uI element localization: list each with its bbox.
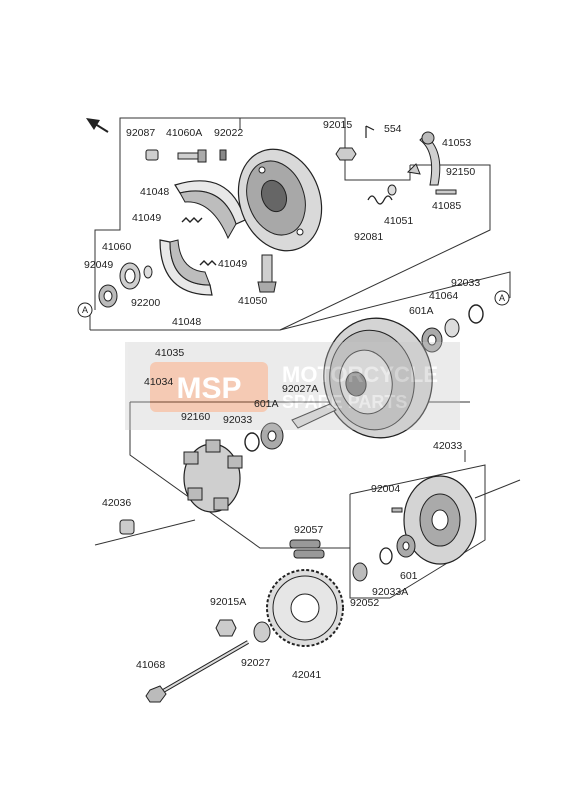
pin-554 xyxy=(365,125,375,138)
seal-92052 xyxy=(352,562,368,582)
label-42033: 42033 xyxy=(433,440,462,452)
label-92200: 92200 xyxy=(131,297,160,309)
indicator-41085 xyxy=(406,163,421,175)
label-92015: 92015 xyxy=(323,119,352,131)
axle-41068 xyxy=(145,640,250,703)
label-41060: 41060 xyxy=(102,241,131,253)
brake-shoe-lower xyxy=(159,239,213,296)
brake-shoe-upper xyxy=(174,180,246,240)
label-41050: 41050 xyxy=(238,295,267,307)
washer-41051 xyxy=(387,184,397,196)
label-92004: 92004 xyxy=(371,483,400,495)
bearing-601A-left xyxy=(260,422,284,450)
label-554: 554 xyxy=(384,123,402,135)
marker-a-left: A xyxy=(77,302,93,318)
label-41085: 41085 xyxy=(432,200,461,212)
label-601A-left: 601A xyxy=(254,398,279,410)
label-41049-bottom: 41049 xyxy=(218,258,247,270)
collar-41064 xyxy=(444,318,460,338)
label-92033-right: 92033 xyxy=(451,277,480,289)
label-92087: 92087 xyxy=(126,127,155,139)
spacer-92027A xyxy=(291,403,337,429)
label-601: 601 xyxy=(400,570,418,582)
label-92033-left: 92033 xyxy=(223,414,252,426)
collar-92027 xyxy=(253,621,271,643)
collar-42036 xyxy=(119,519,135,535)
cam-41050 xyxy=(257,254,277,293)
label-92052: 92052 xyxy=(350,597,379,609)
direction-arrow-icon xyxy=(86,118,109,133)
circlip-92033-left xyxy=(244,432,260,452)
label-42036: 42036 xyxy=(102,497,131,509)
label-92160: 92160 xyxy=(181,411,210,423)
label-92150: 92150 xyxy=(446,166,475,178)
svg-text:MOTORCYCLE: MOTORCYCLE xyxy=(282,362,438,387)
seal-92049 xyxy=(98,284,118,308)
damper-92160 xyxy=(183,439,243,513)
label-41048-bottom: 41048 xyxy=(172,316,201,328)
spacer-41060 xyxy=(119,262,141,290)
nut-92015A xyxy=(215,619,237,637)
label-41049-top: 41049 xyxy=(132,212,161,224)
washer-92200 xyxy=(143,265,153,279)
bearing-601A-right xyxy=(421,327,443,353)
marker-a-right: A xyxy=(494,290,510,306)
circlip-92033A xyxy=(379,547,393,565)
label-601A-right: 601A xyxy=(409,305,434,317)
label-92015A: 92015A xyxy=(210,596,246,608)
svg-text:A: A xyxy=(82,305,88,315)
chain-92057 xyxy=(289,539,325,559)
label-92081: 92081 xyxy=(354,231,383,243)
screw-41060A xyxy=(177,149,207,163)
brake-arm-41053 xyxy=(419,131,441,186)
part-labels: 92087 41060A 92022 92015 554 41053 41048… xyxy=(84,119,480,681)
label-92049: 92049 xyxy=(84,259,113,271)
seal-92022 xyxy=(219,149,227,161)
wheel-hub xyxy=(323,317,433,439)
label-42041: 42041 xyxy=(292,669,321,681)
coupling-42033 xyxy=(403,475,477,565)
label-41068: 41068 xyxy=(136,659,165,671)
spring-92081 xyxy=(367,195,393,205)
label-41034: 41034 xyxy=(144,376,173,388)
nut-92015 xyxy=(335,147,357,161)
svg-text:A: A xyxy=(499,293,505,303)
cap-92087 xyxy=(145,149,159,161)
watermark: MSP MOTORCYCLE SPARE PARTS xyxy=(125,342,460,430)
label-92027A: 92027A xyxy=(282,383,318,395)
bolt-92004 xyxy=(391,507,403,513)
label-41064: 41064 xyxy=(429,290,458,302)
svg-text:SPARE PARTS: SPARE PARTS xyxy=(282,392,407,412)
svg-text:MSP: MSP xyxy=(176,372,241,405)
label-92057: 92057 xyxy=(294,524,323,536)
label-41053: 41053 xyxy=(442,137,471,149)
label-92027: 92027 xyxy=(241,657,270,669)
label-41051: 41051 xyxy=(384,215,413,227)
sprocket-42041 xyxy=(266,569,344,647)
label-41060A: 41060A xyxy=(166,127,202,139)
label-41048-top: 41048 xyxy=(140,186,169,198)
label-92022: 92022 xyxy=(214,127,243,139)
bearing-601 xyxy=(396,534,416,558)
bolt-92150 xyxy=(435,189,457,195)
brake-panel xyxy=(237,148,323,252)
spring-41049-upper xyxy=(181,217,203,223)
label-41035: 41035 xyxy=(155,347,184,359)
circlip-92033-right xyxy=(468,304,484,324)
label-92033A: 92033A xyxy=(372,586,408,598)
spring-41049-lower xyxy=(199,260,217,266)
